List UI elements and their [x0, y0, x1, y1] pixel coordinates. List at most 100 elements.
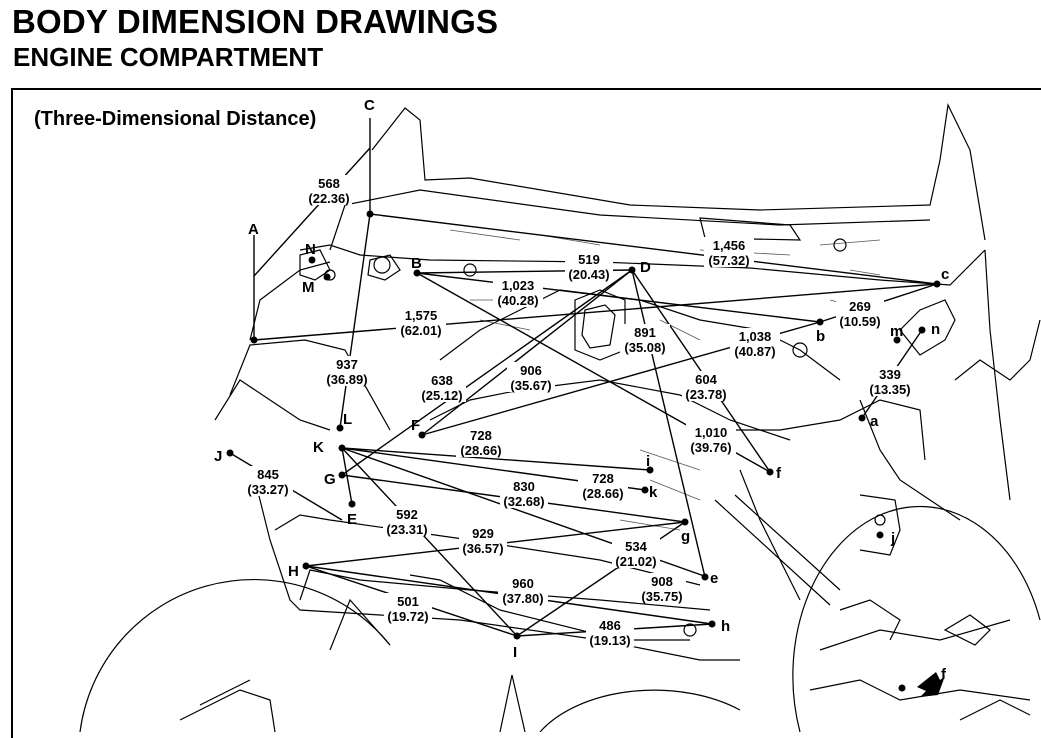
page-title: BODY DIMENSION DRAWINGS: [12, 3, 499, 40]
point-label-E: E: [347, 511, 357, 528]
dimension-mm: 728: [470, 428, 492, 443]
dimension-mm: 339: [879, 367, 901, 382]
dimension-inch: (23.78): [685, 387, 726, 402]
dimension-mm: 960: [512, 576, 534, 591]
dimension-mm: 568: [318, 176, 340, 191]
dimension-inch: (36.57): [462, 541, 503, 556]
point-label-n: n: [931, 321, 940, 338]
point-label-b: b: [816, 328, 825, 345]
dimension-mm: 728: [592, 471, 614, 486]
dimension-label: 845 (33.27): [243, 466, 293, 497]
point-label-m: m: [890, 323, 903, 340]
point-label-i: i: [646, 453, 650, 470]
dimension-mm: 830: [513, 479, 535, 494]
point-label-K: K: [313, 439, 324, 456]
dimension-labels: 568 (22.36) 1,456 (57.32) 519 (20.43) 1,…: [243, 175, 914, 648]
dimension-label: 534 (21.02): [612, 538, 660, 569]
point-label-I: I: [513, 644, 517, 661]
dimension-label: 486 (19.13): [586, 617, 634, 648]
point-labels: C A N M B D c b m n a L F K J G E i k f …: [214, 97, 949, 683]
dimension-mm: 604: [695, 372, 717, 387]
dimension-mm: 519: [578, 252, 600, 267]
point-label-A: A: [248, 221, 259, 238]
dimension-label: 908 (35.75): [638, 573, 686, 604]
dimension-mm: 486: [599, 618, 621, 633]
point-label-C: C: [364, 97, 375, 114]
dimension-inch: (25.12): [421, 388, 462, 403]
arrow-icon: [917, 672, 945, 697]
point-label-j: j: [890, 530, 895, 547]
dimension-label: 1,038 (40.87): [730, 328, 780, 359]
detail-callouts: [79, 494, 1041, 732]
dimension-label: 604 (23.78): [682, 371, 730, 402]
dimension-mm: 592: [396, 507, 418, 522]
dimension-inch: (40.28): [497, 293, 538, 308]
point-label-N: N: [305, 241, 316, 258]
dimension-label: 960 (37.80): [498, 575, 548, 606]
dimension-mm: 891: [634, 325, 656, 340]
point-label-c: c: [941, 266, 949, 283]
dimension-label: 728 (28.66): [456, 427, 506, 458]
diagram-caption: (Three-Dimensional Distance): [34, 108, 317, 130]
point-label-g: g: [681, 528, 690, 545]
dimension-inch: (39.76): [690, 440, 731, 455]
dimension-inch: (32.68): [503, 494, 544, 509]
point-label-G: G: [324, 471, 336, 488]
dimension-inch: (28.66): [582, 486, 623, 501]
page-subtitle: ENGINE COMPARTMENT: [13, 42, 324, 72]
point-label-e: e: [710, 570, 718, 587]
dimension-label: 1,010 (39.76): [686, 424, 736, 455]
dimension-label: 638 (25.12): [418, 372, 466, 403]
dimension-mm: 1,023: [502, 278, 535, 293]
dimension-inch: (28.66): [460, 443, 501, 458]
point-label-F: F: [411, 417, 420, 434]
dimension-inch: (57.32): [708, 253, 749, 268]
point-label-D: D: [640, 259, 651, 276]
dimension-label: 937 (36.89): [323, 356, 371, 387]
dimension-inch: (35.08): [624, 340, 665, 355]
dimension-mm: 1,575: [405, 308, 438, 323]
dimension-mm: 845: [257, 467, 279, 482]
dimension-inch: (40.87): [734, 344, 775, 359]
dimension-mm: 1,010: [695, 425, 728, 440]
dimension-mm: 906: [520, 363, 542, 378]
dimension-label: 1,575 (62.01): [396, 307, 446, 338]
dimension-inch: (13.35): [869, 382, 910, 397]
dimension-inch: (10.59): [839, 314, 880, 329]
dimension-mm: 1,456: [713, 238, 746, 253]
dimension-mm: 269: [849, 299, 871, 314]
point-label-L: L: [343, 411, 352, 428]
dimension-mm: 1,038: [739, 329, 772, 344]
diagram-frame: [11, 88, 1041, 738]
dimension-label: 269 (10.59): [836, 298, 884, 329]
dimension-label: 501 (19.72): [384, 593, 432, 624]
point-label-B: B: [411, 255, 422, 272]
dimension-mm: 908: [651, 574, 673, 589]
measurement-points: [226, 210, 941, 692]
dimension-mm: 937: [336, 357, 358, 372]
dimension-label: 339 (13.35): [866, 366, 914, 397]
dimension-inch: (37.80): [502, 591, 543, 606]
dimension-inch: (62.01): [400, 323, 441, 338]
dimension-inch: (19.72): [387, 609, 428, 624]
point-label-J: J: [214, 448, 222, 465]
dimension-inch: (20.43): [568, 267, 609, 282]
dimension-label: 929 (36.57): [459, 525, 507, 556]
dimension-inch: (21.02): [615, 554, 656, 569]
dimension-label: 906 (35.67): [507, 362, 555, 393]
dimension-label: 592 (23.31): [383, 506, 431, 537]
point-label-f: f: [776, 465, 782, 482]
dimension-mm: 929: [472, 526, 494, 541]
dimension-inch: (36.89): [326, 372, 367, 387]
dimension-inch: (19.13): [589, 633, 630, 648]
dimension-inch: (33.27): [247, 482, 288, 497]
dimension-label: 1,023 (40.28): [493, 277, 543, 308]
dimension-label: 519 (20.43): [565, 251, 613, 282]
dimension-inch: (35.75): [641, 589, 682, 604]
dimension-inch: (23.31): [386, 522, 427, 537]
dimension-label: 830 (32.68): [500, 478, 548, 509]
point-label-a: a: [870, 413, 879, 430]
dimension-inch: (35.67): [510, 378, 551, 393]
dimension-label: 568 (22.36): [306, 175, 352, 206]
